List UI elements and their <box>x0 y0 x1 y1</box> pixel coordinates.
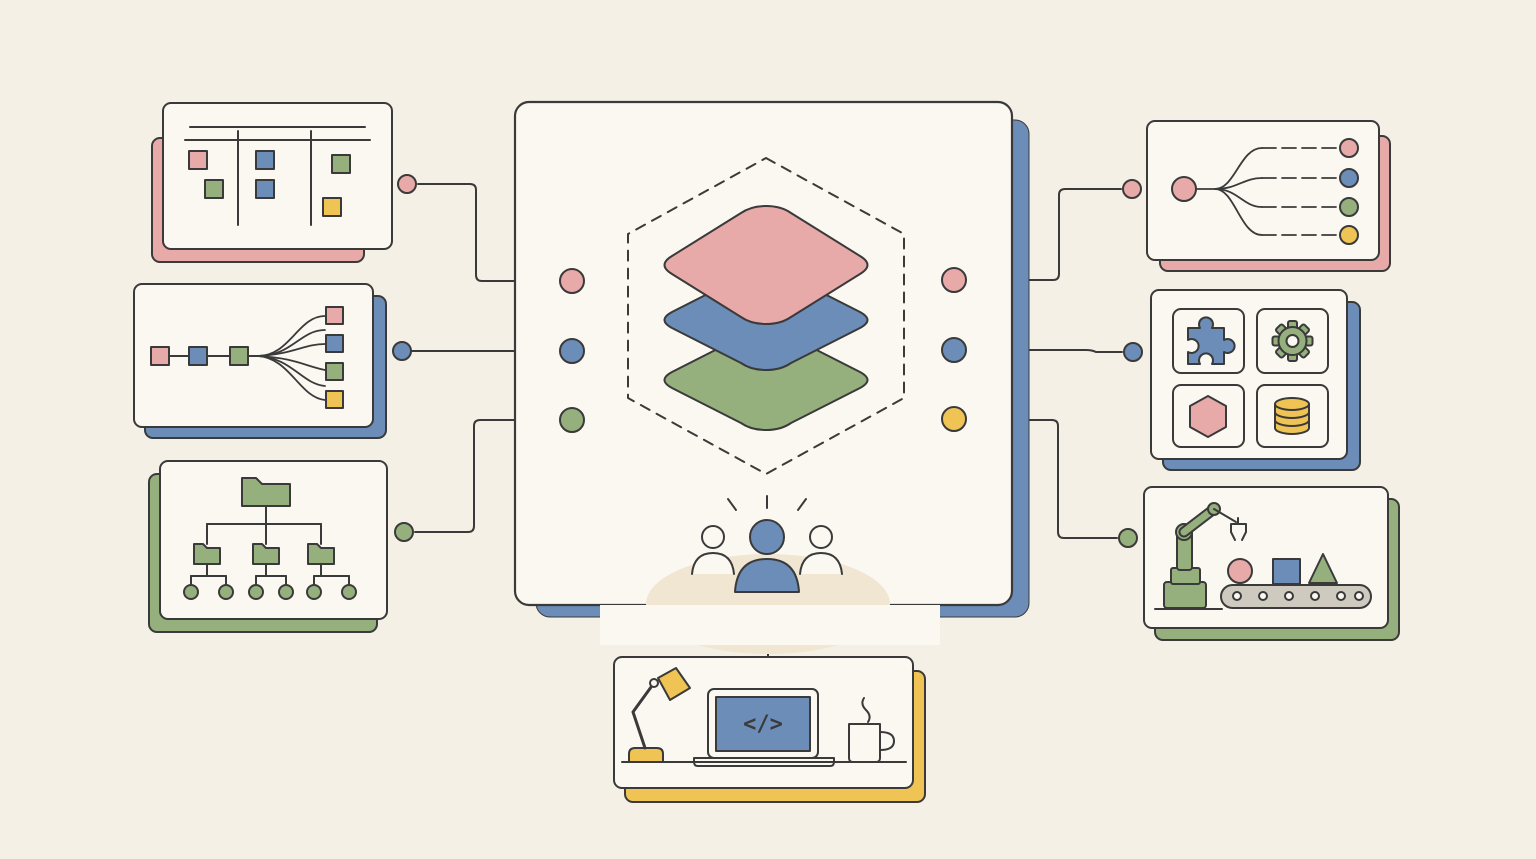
module-factory-automation <box>1118 486 1400 641</box>
laptop-code-icon: </> <box>693 688 835 767</box>
port-right-blue <box>941 337 967 363</box>
layers-stack-icon <box>663 205 869 431</box>
kanban-board-icon <box>184 126 371 226</box>
central-hub <box>513 100 1030 654</box>
gear-icon <box>1271 320 1314 362</box>
code-glyph: </> <box>743 712 783 737</box>
module-kanban-board <box>151 102 417 263</box>
port-left-pink <box>559 268 585 294</box>
port-right-yellow <box>941 406 967 432</box>
card-panel <box>162 102 393 250</box>
connector-kanban-to-hub <box>417 183 561 282</box>
module-plugin-tiles <box>1123 289 1361 471</box>
module-port-green <box>1118 528 1138 548</box>
desk-lamp-icon <box>628 667 691 763</box>
branch-flow-icon <box>1171 138 1359 245</box>
team-lead <box>734 519 800 593</box>
teammate-left <box>691 525 735 575</box>
card-panel <box>159 460 388 620</box>
hexagon-icon <box>1189 395 1227 438</box>
database-icon <box>1274 397 1310 435</box>
hub-hexagon-outline <box>627 157 905 475</box>
hub-right-ports <box>941 267 967 432</box>
port-left-green <box>559 407 585 433</box>
team-icon <box>600 495 940 654</box>
connector-hub-to-branching <box>965 188 1122 281</box>
connector-hub-to-plugins <box>965 349 1123 353</box>
connector-hub-to-factory <box>965 419 1118 539</box>
layer-pink <box>663 205 869 325</box>
card-panel <box>1146 120 1380 261</box>
conveyor-belt-icon <box>1220 553 1372 609</box>
hub-left-ports <box>559 268 585 433</box>
module-folder-hierarchy <box>148 460 414 633</box>
layer-green <box>663 329 869 431</box>
module-pipeline-fanout <box>133 283 412 439</box>
module-port-blue <box>1123 342 1143 362</box>
puzzle-piece-icon <box>1187 316 1236 365</box>
pipeline-icon <box>150 306 344 409</box>
team-rays <box>727 495 807 511</box>
port-right-pink <box>941 267 967 293</box>
module-port-pink <box>1122 179 1142 199</box>
plugin-grid-icon <box>1172 308 1329 448</box>
robot-arm-icon <box>1154 502 1247 610</box>
folder-tree-icon <box>183 477 357 600</box>
connector-folders-to-hub <box>414 419 561 533</box>
port-left-blue <box>559 338 585 364</box>
teammate-right <box>799 525 843 575</box>
module-developer-desk: </> <box>613 656 926 803</box>
module-port-pink <box>397 174 417 194</box>
module-branching-flow <box>1122 120 1391 272</box>
module-port-green <box>394 522 414 542</box>
module-port-blue <box>392 341 412 361</box>
